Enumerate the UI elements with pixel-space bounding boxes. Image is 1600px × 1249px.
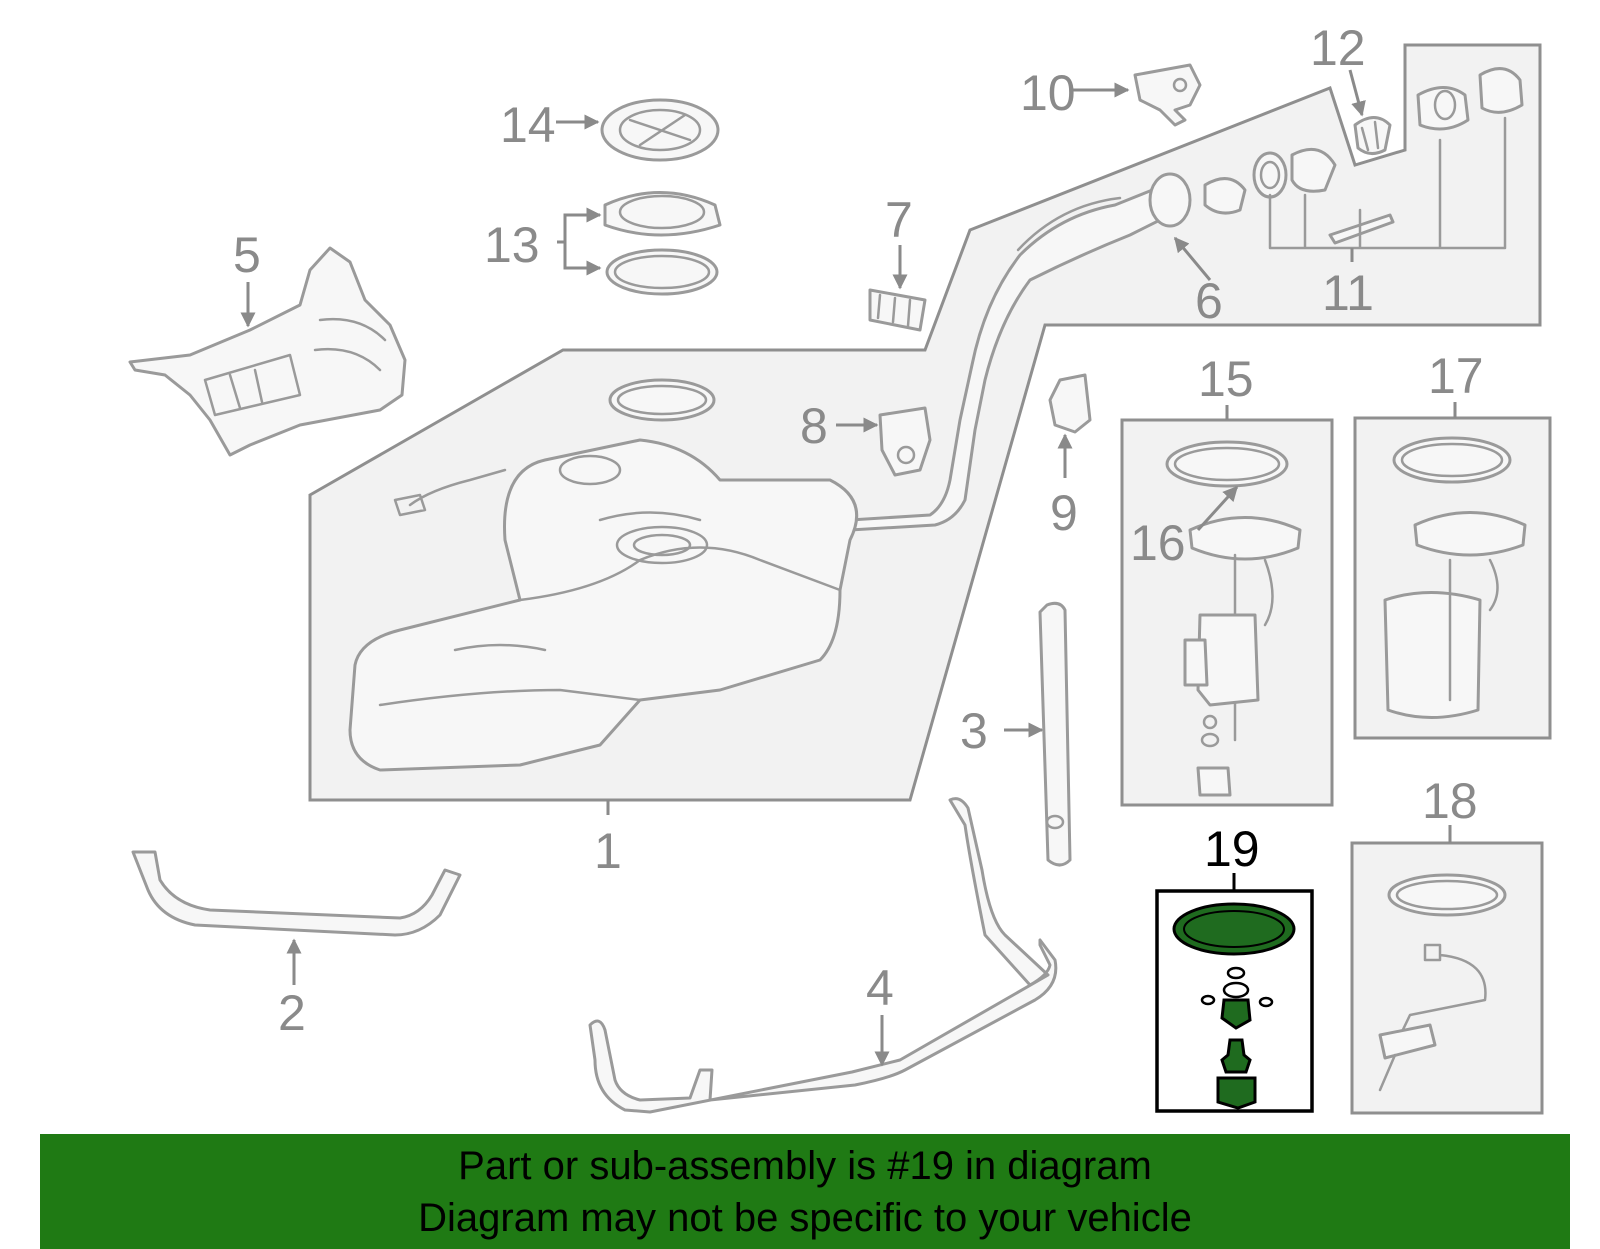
valve-part-8	[878, 406, 932, 477]
callout-18: 18	[1422, 773, 1478, 829]
heat-shield-part	[128, 246, 407, 457]
callout-13: 13	[484, 217, 540, 273]
valve-part-10	[1133, 63, 1202, 127]
callout-10: 10	[1020, 65, 1076, 121]
seal-ring-set-part	[603, 191, 722, 296]
callout-15: 15	[1198, 351, 1254, 407]
callout-11: 11	[1322, 265, 1374, 321]
callout-8: 8	[800, 398, 828, 454]
fuel-sender-part	[1378, 873, 1507, 1092]
fuel-tank-part	[348, 378, 859, 772]
fuel-pump-module-part-17	[1383, 436, 1527, 719]
callout-12: 12	[1310, 20, 1366, 76]
callout-17: 17	[1428, 348, 1484, 404]
callout-9: 9	[1050, 485, 1078, 541]
info-banner: Part or sub-assembly is #19 in diagram D…	[40, 1134, 1570, 1249]
fuel-pump-module-part	[1165, 440, 1302, 797]
bracket-part-9	[1048, 373, 1092, 434]
callout-4: 4	[866, 960, 894, 1016]
callout-16: 16	[1130, 515, 1186, 571]
callout-3: 3	[960, 703, 988, 759]
callout-14: 14	[500, 97, 556, 153]
callout-19: 19	[1204, 821, 1260, 877]
filler-pipe-part	[848, 172, 1192, 532]
callout-6: 6	[1195, 273, 1223, 329]
rod-part-3	[1038, 601, 1072, 867]
clip-part-7	[868, 288, 927, 332]
banner-line-2: Diagram may not be specific to your vehi…	[418, 1196, 1192, 1240]
banner-line-1: Part or sub-assembly is #19 in diagram	[458, 1144, 1152, 1188]
lock-ring-part	[600, 98, 720, 162]
callout-7: 7	[885, 192, 913, 248]
tank-pipe-part	[588, 797, 1058, 1114]
ring-part-12	[1353, 116, 1392, 155]
filler-cap-set-part	[1203, 67, 1524, 250]
leader-lines	[240, 69, 1457, 1067]
callout-5: 5	[233, 227, 261, 283]
tank-strap-part	[131, 850, 462, 937]
fuel-filter-kit-part	[1172, 902, 1296, 1110]
callout-1: 1	[594, 823, 622, 879]
callout-2: 2	[278, 985, 306, 1041]
